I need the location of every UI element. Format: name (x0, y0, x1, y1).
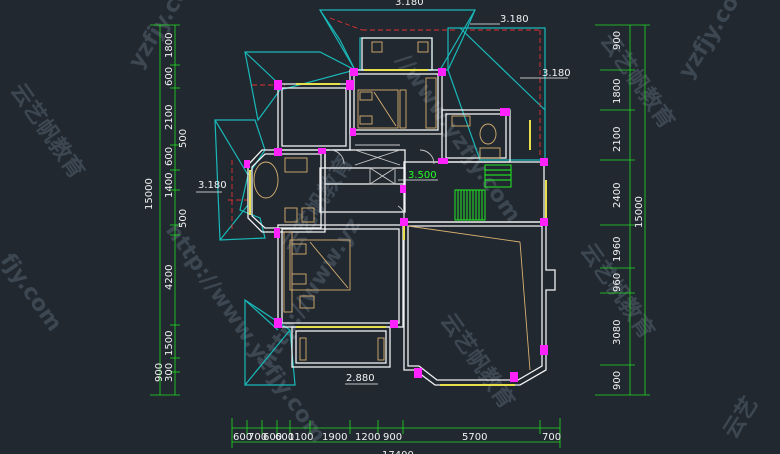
dim-bottom-5: 1100 (288, 432, 313, 443)
dim-right-4: 2400 (612, 183, 623, 208)
dim-right-1: 900 (612, 31, 623, 50)
interior-details (324, 133, 442, 225)
dimension-lines (150, 24, 650, 448)
elevation-leaders (196, 23, 568, 385)
structural-columns (244, 68, 548, 382)
dim-left-10: 300 (164, 363, 175, 382)
dim-right-total: 15000 (634, 196, 645, 228)
right-dimension-labels: 15000 900 1800 2100 2400 1960 960 3080 9… (612, 31, 645, 390)
dim-bottom-3: 600 (263, 432, 282, 443)
dim-left-9: 1500 (164, 331, 175, 356)
bottom-dimension-labels: 600 700 600 600 1100 1900 1200 900 5700 … (233, 432, 561, 454)
dim-bottom-8: 900 (383, 432, 402, 443)
watermark-partial: 云艺 (718, 392, 763, 443)
dim-left-total: 15000 (144, 178, 155, 210)
watermark-brand: 云艺帆教育 (5, 79, 89, 184)
watermark-layer: yzfjy.com 云艺帆教育 云艺帆教育 yzfjy.com http://w… (0, 0, 763, 447)
staircase (454, 164, 512, 221)
dim-left-8: 4200 (164, 265, 175, 290)
dim-right-2: 1800 (612, 79, 623, 104)
watermark-url: fjy.com (0, 249, 67, 336)
watermark-brand: 云艺帆教育 (595, 29, 679, 134)
watermark-brand: 云艺帆教育 (435, 309, 519, 414)
dim-left-7: 500 (178, 209, 189, 228)
dim-bottom-4: 600 (275, 432, 294, 443)
dim-right-7: 3080 (612, 320, 623, 345)
dim-right-5: 1960 (612, 237, 623, 262)
dim-bottom-7: 1200 (355, 432, 380, 443)
dim-bottom-6: 1900 (322, 432, 347, 443)
watermark-url: yzfjy.com (674, 0, 757, 83)
elevation-top-right: 3.180 (500, 14, 529, 25)
dim-bottom-1: 600 (233, 432, 252, 443)
elevation-right: 3.180 (542, 68, 571, 79)
dim-left-6: 1400 (164, 173, 175, 198)
dim-right-6: 960 (612, 273, 623, 292)
furniture (253, 41, 531, 371)
elevation-floor: 3.500 (408, 170, 437, 181)
dim-left-5: 500 (178, 129, 189, 148)
elevation-terrace: 2.880 (346, 373, 375, 384)
elevation-left: 3.180 (198, 180, 227, 191)
dim-bottom-2: 700 (248, 432, 267, 443)
dim-left-11: 900 (154, 363, 165, 382)
elevation-top: 3.180 (395, 0, 424, 8)
elevation-labels: 3.180 3.180 3.180 3.180 3.500 2.880 (198, 0, 571, 384)
dim-bottom-10: 700 (542, 432, 561, 443)
dim-left-4: 600 (164, 147, 175, 166)
dim-right-3: 2100 (612, 127, 623, 152)
dim-right-8: 900 (612, 371, 623, 390)
dim-bottom-9: 5700 (462, 432, 487, 443)
dim-bottom-total: 17400 (382, 450, 414, 454)
dim-left-1: 1800 (164, 33, 175, 58)
left-dimension-labels: 15000 1800 600 2100 600 500 1400 500 420… (144, 33, 189, 382)
dim-left-3: 2100 (164, 105, 175, 130)
dim-left-2: 600 (164, 67, 175, 86)
windows (249, 69, 547, 386)
